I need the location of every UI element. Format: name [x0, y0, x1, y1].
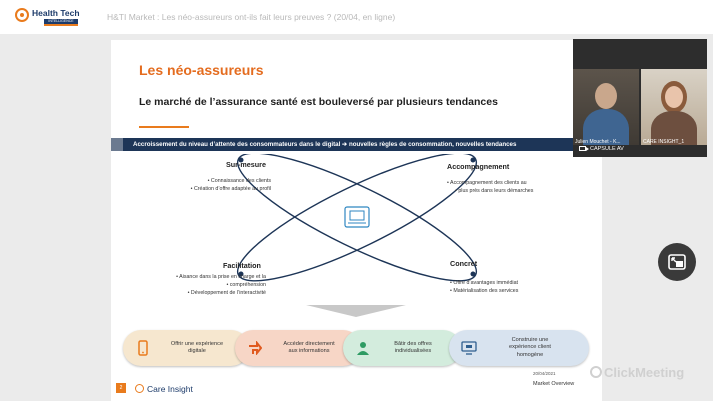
picture-in-picture-button[interactable]: [658, 243, 696, 281]
meeting-title: H&TI Market : Les néo-assureurs ont-ils …: [107, 12, 396, 22]
quadrant-list-concret: Offre d’avantages immédiat Matérialisati…: [450, 279, 518, 295]
presentation-slide: Les néo-assureurs Le marché de l’assuran…: [111, 40, 602, 401]
logo-underline: [44, 24, 78, 26]
watermark-text: ClickMeeting: [604, 365, 685, 380]
participant-body: [651, 111, 697, 145]
meeting-header: Health Tech INTELLIGENCE H&TI Market : L…: [0, 0, 713, 34]
list-item: Accompagnement des clients au: [447, 179, 533, 187]
slide-title: Les néo-assureurs: [139, 62, 264, 78]
care-insight-brand: Care Insight: [147, 384, 193, 394]
quadrant-title-concret: Concret: [450, 259, 478, 268]
trend-banner: Accroissement du niveau d’attente des co…: [123, 138, 585, 151]
logo-text: Health Tech: [32, 8, 80, 18]
list-item: Création d’offre adaptée au profil: [156, 185, 271, 193]
camera-icon: [579, 146, 589, 151]
quadrant-list-sur-mesure: Connaissance des clients Création d’offr…: [156, 177, 271, 193]
list-item: Connaissance des clients: [156, 177, 271, 185]
participant-tile[interactable]: CARE INSIGHT_1: [641, 69, 707, 145]
list-item: Développement de l’interactivité: [131, 289, 266, 297]
health-tech-logo: Health Tech INTELLIGENCE: [15, 6, 80, 28]
person-icon: [355, 341, 371, 355]
slide-section: Market Overview: [533, 381, 575, 387]
down-chevron-shape: [306, 305, 406, 317]
care-insight-icon: [135, 384, 144, 393]
participant-name: Julien Mouchet - K...: [575, 139, 621, 145]
clickmeeting-watermark: ClickMeeting: [590, 365, 684, 380]
direction-icon: [247, 341, 263, 355]
participant-name: CARE INSIGHT_1: [643, 139, 685, 145]
health-tech-logo-icon: [15, 8, 29, 22]
pill-label: Bâtir des offres individualisées: [394, 340, 432, 355]
list-item: Matérialisation des services: [450, 287, 518, 295]
quadrant-title-sur-mesure: Sur-mesure: [226, 160, 266, 169]
capsule-text: CAPSULE AV: [590, 146, 624, 152]
pill-label: Accéder directement aux informations: [283, 340, 335, 355]
list-item: compréhension: [131, 281, 266, 289]
quadrant-title-facilitation: Facilitation: [223, 261, 261, 270]
slide-title-rule: [139, 126, 189, 128]
quadrant-list-facilitation: Aisance dans la prise en charge et la co…: [131, 273, 266, 297]
slide-subtitle: Le marché de l’assurance santé est boule…: [139, 96, 498, 108]
participant-head: [595, 83, 617, 109]
pill-individual-offers: Bâtir des offres individualisées: [343, 330, 461, 366]
list-item: Aisance dans la prise en charge et la: [131, 273, 266, 281]
pill-label: Offrir une expérience digitale: [170, 340, 224, 355]
banner-left-band: [111, 138, 123, 151]
pill-label: Construire une expérience client homogèn…: [509, 336, 551, 358]
mobile-icon: [135, 340, 151, 356]
list-item: Offre d’avantages immédiat: [450, 279, 518, 287]
picture-in-picture-icon: [668, 254, 686, 270]
quadrant-title-accompagnement: Accompagnement: [447, 162, 510, 171]
logo-subtext: INTELLIGENCE: [44, 19, 78, 24]
care-insight-logo: Care Insight: [135, 384, 193, 394]
orbit-node-bottom-right: [470, 271, 476, 277]
slide-page-number: 2: [116, 383, 126, 393]
video-panel[interactable]: Julien Mouchet - K... CARE INSIGHT_1 CAP…: [573, 39, 707, 157]
participant-head: [665, 86, 683, 108]
laptop-icon: [344, 206, 370, 228]
orbit-node-top-right: [470, 157, 476, 163]
clickmeeting-icon: [590, 366, 602, 378]
orbit-ellipse-left: [236, 154, 478, 282]
screen-icon: [461, 341, 477, 355]
participant-tile[interactable]: Julien Mouchet - K...: [573, 69, 639, 145]
participant-body: [583, 109, 629, 145]
pill-direct-access: Accéder directement aux informations: [235, 330, 361, 366]
slide-date: 20/04/2021: [533, 371, 556, 376]
list-item: plus près dans leurs démarches: [447, 187, 533, 195]
orbit-node-top-left: [238, 157, 244, 163]
capsule-label: CAPSULE AV: [579, 146, 624, 152]
pill-homogeneous-experience: Construire une expérience client homogèn…: [449, 330, 589, 366]
quadrant-list-accompagnement: Accompagnement des clients au plus près …: [447, 179, 533, 195]
pill-digital-experience: Offrir une expérience digitale: [123, 330, 249, 366]
